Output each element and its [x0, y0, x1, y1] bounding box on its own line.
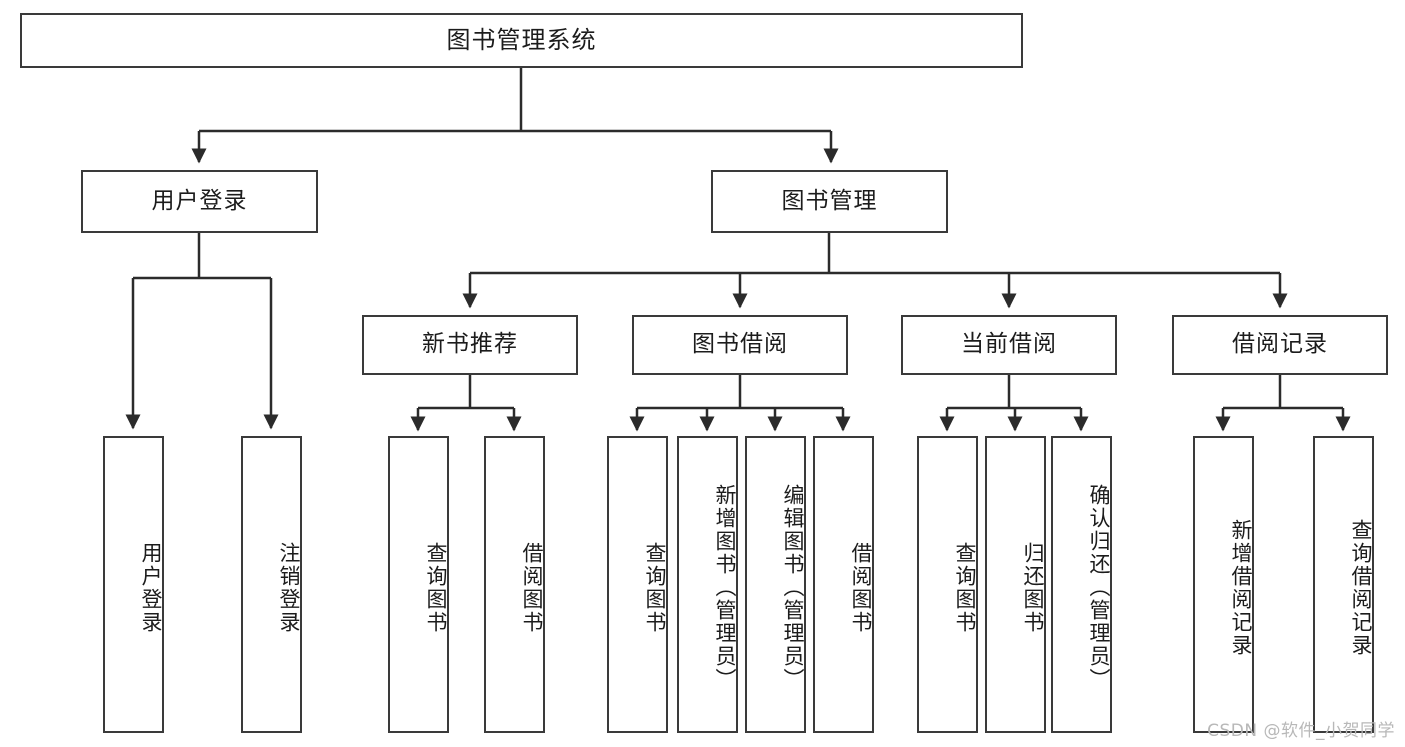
- leaf-borrow-book[interactable]: 借阅图书: [813, 436, 874, 733]
- leaf-user-login[interactable]: 用户登录: [103, 436, 164, 733]
- node-label: 查询图书: [643, 541, 667, 634]
- node-label: 编辑图书（管理员）: [781, 484, 805, 691]
- node-new-book-recommend[interactable]: 新书推荐: [362, 315, 578, 375]
- leaf-edit-book[interactable]: 编辑图书（管理员）: [745, 436, 806, 733]
- node-book-borrow[interactable]: 图书借阅: [632, 315, 848, 375]
- node-label: 查询图书: [424, 541, 448, 634]
- node-label: 确认归还（管理员）: [1087, 484, 1111, 691]
- leaf-confirm-return[interactable]: 确认归还（管理员）: [1051, 436, 1112, 733]
- leaf-logout[interactable]: 注销登录: [241, 436, 302, 733]
- node-label: 图书借阅: [692, 331, 788, 358]
- node-label: 图书管理: [781, 187, 878, 214]
- node-label: 借阅记录: [1232, 331, 1328, 358]
- leaf-borrow-book-recommend[interactable]: 借阅图书: [484, 436, 545, 733]
- node-label: 当前借阅: [961, 331, 1057, 358]
- node-label: 归还图书: [1021, 541, 1045, 634]
- node-label: 查询借阅记录: [1349, 518, 1373, 657]
- node-borrow-record[interactable]: 借阅记录: [1172, 315, 1388, 375]
- leaf-add-book[interactable]: 新增图书（管理员）: [677, 436, 738, 733]
- node-label: 图书管理系统: [446, 26, 597, 55]
- node-current-borrow[interactable]: 当前借阅: [901, 315, 1117, 375]
- leaf-query-borrow-record[interactable]: 查询借阅记录: [1313, 436, 1374, 733]
- watermark: CSDN @软件_小贺同学: [1207, 721, 1395, 741]
- leaf-query-book-recommend[interactable]: 查询图书: [388, 436, 449, 733]
- leaf-return-book[interactable]: 归还图书: [985, 436, 1046, 733]
- node-user-login[interactable]: 用户登录: [81, 170, 318, 233]
- node-root[interactable]: 图书管理系统: [20, 13, 1023, 68]
- leaf-query-book-current[interactable]: 查询图书: [917, 436, 978, 733]
- node-label: 用户登录: [151, 187, 248, 214]
- node-label: 借阅图书: [849, 541, 873, 634]
- node-book-manage[interactable]: 图书管理: [711, 170, 948, 233]
- node-label: 注销登录: [277, 541, 301, 634]
- leaf-add-borrow-record[interactable]: 新增借阅记录: [1193, 436, 1254, 733]
- node-label: 新书推荐: [422, 331, 518, 358]
- leaf-query-book-borrow[interactable]: 查询图书: [607, 436, 668, 733]
- node-label: 新增图书（管理员）: [713, 484, 737, 691]
- node-label: 查询图书: [953, 541, 977, 634]
- node-label: 用户登录: [139, 541, 163, 634]
- node-label: 新增借阅记录: [1229, 518, 1253, 657]
- node-label: 借阅图书: [520, 541, 544, 634]
